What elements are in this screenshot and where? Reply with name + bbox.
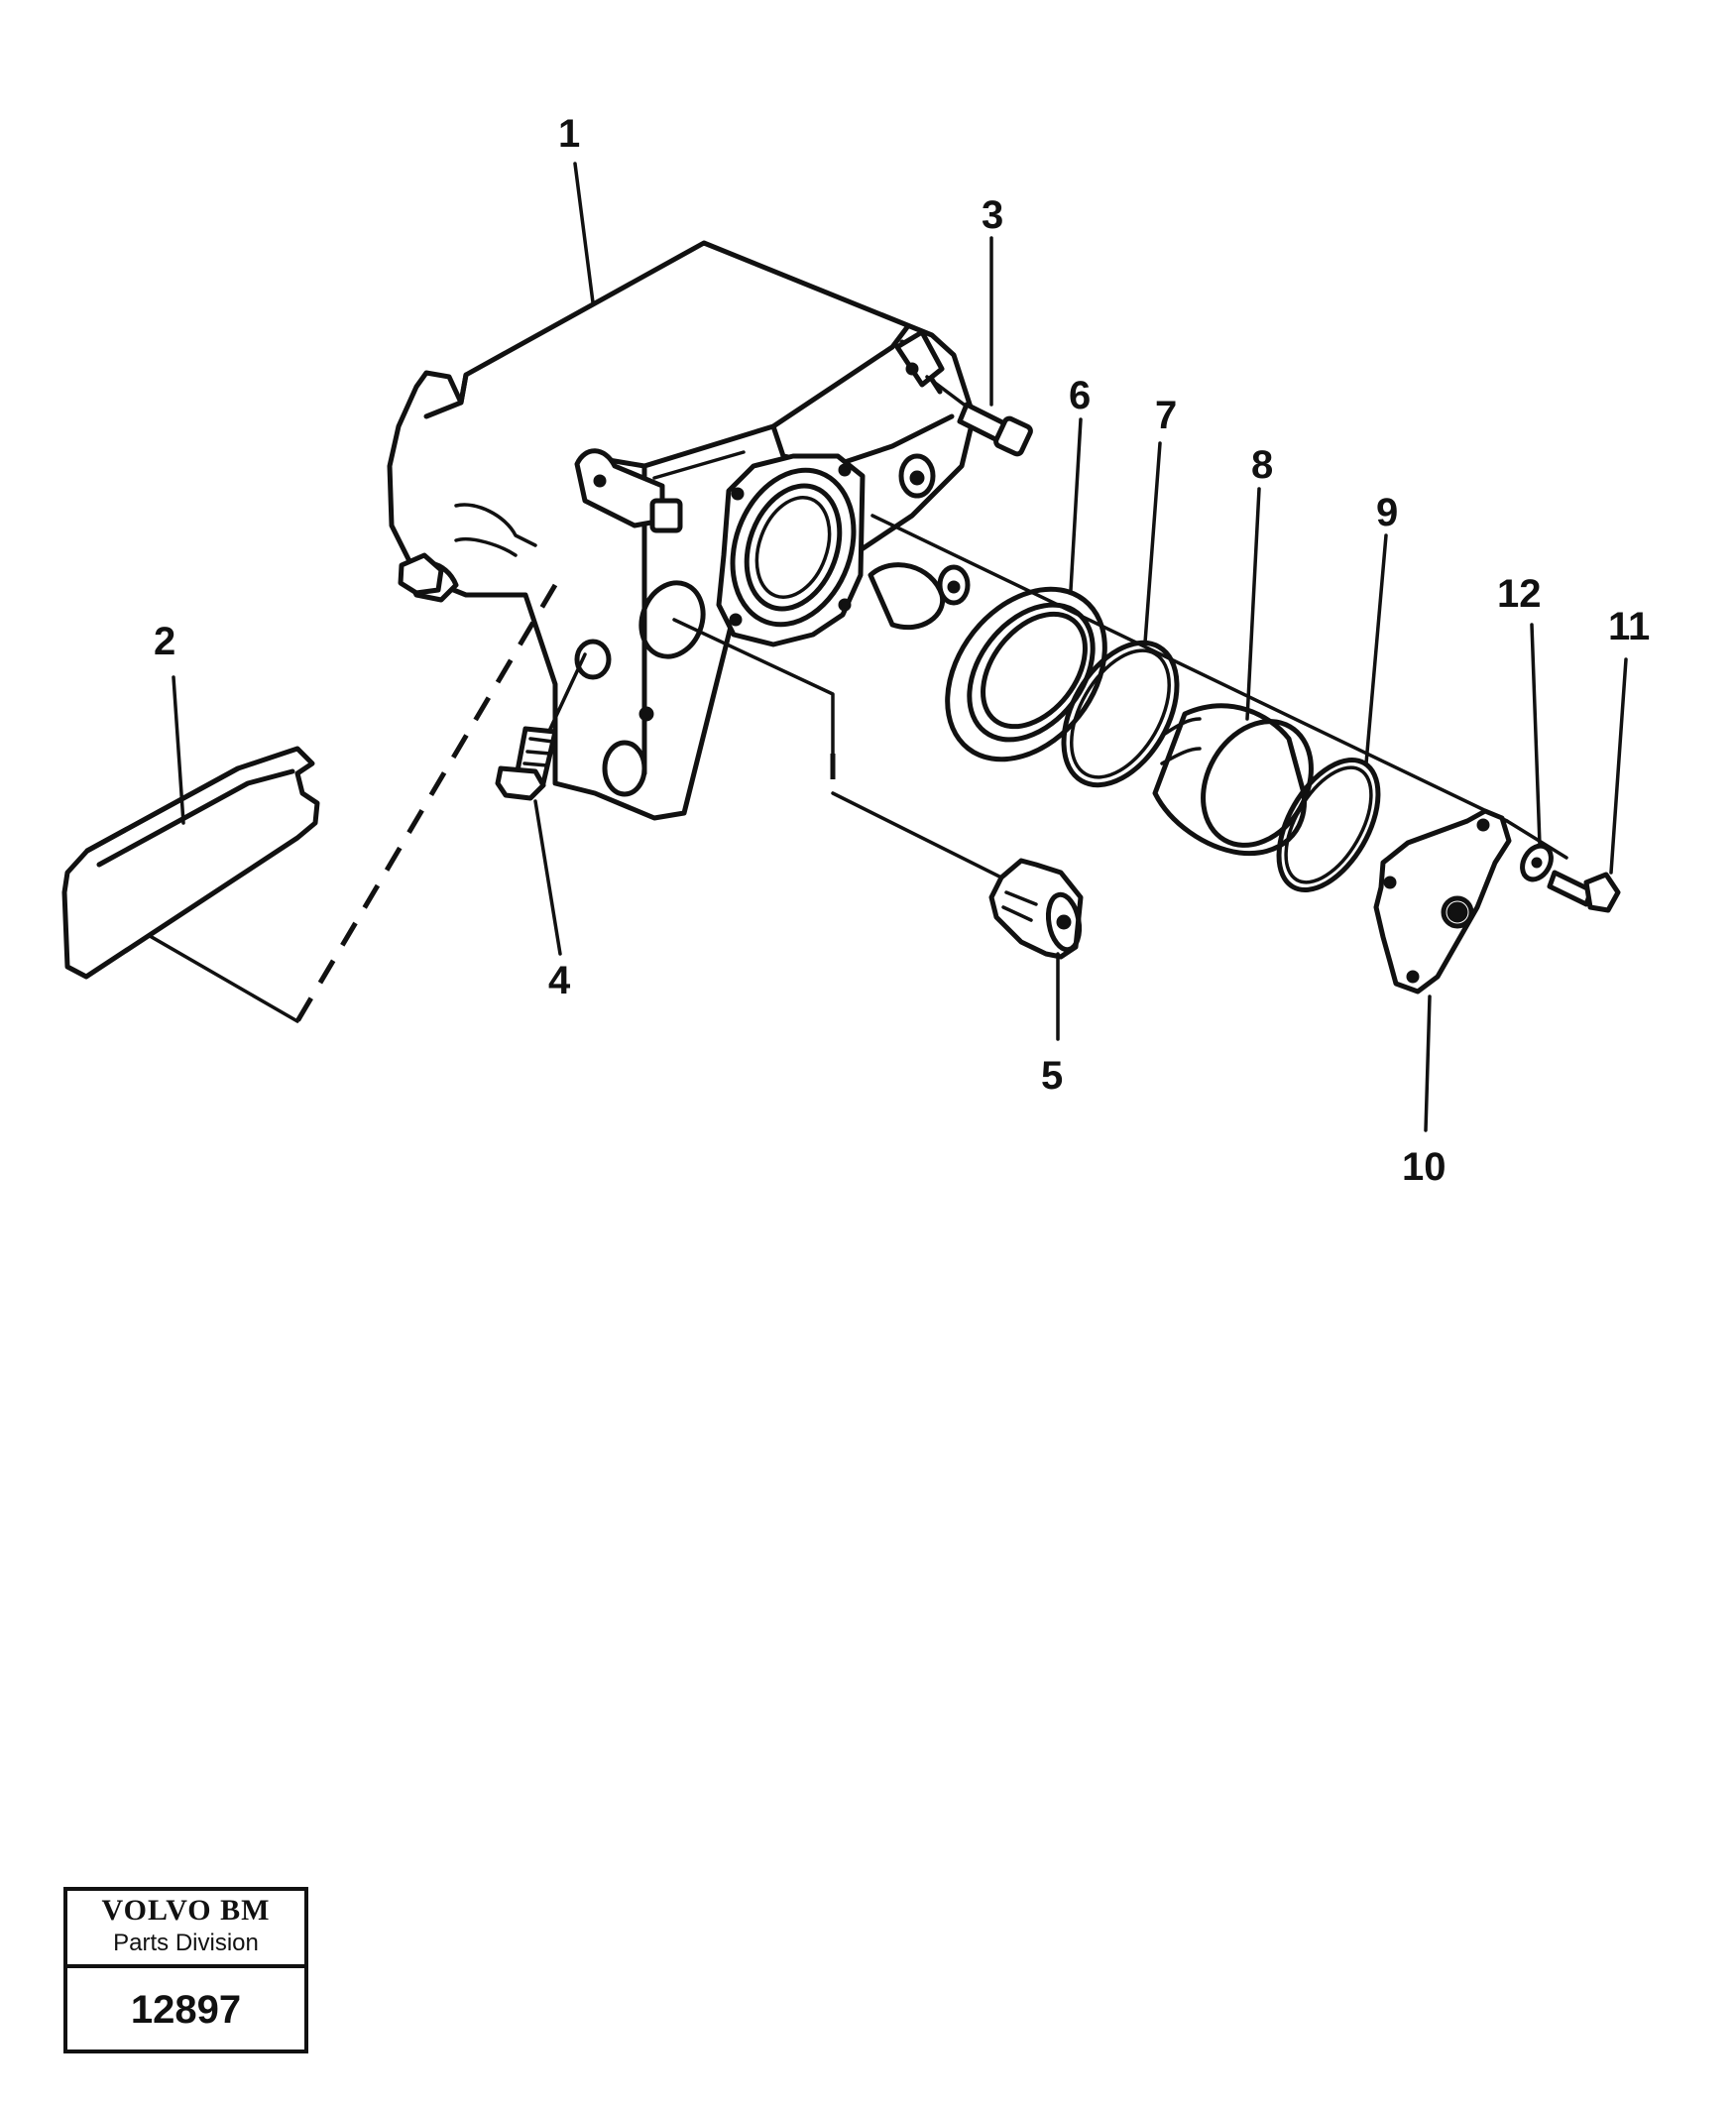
seal-ring-7	[1061, 640, 1180, 788]
part-number-1: 1	[558, 112, 580, 156]
stamp-drawing-number: 12897	[130, 1988, 242, 2032]
bolt-11	[1547, 870, 1621, 913]
part-number-6: 6	[1069, 374, 1091, 417]
part-number-12: 12	[1497, 572, 1542, 616]
leader-line-2	[172, 675, 185, 825]
screw-4	[495, 726, 558, 801]
stamp-division: Parts Division	[67, 1929, 304, 1968]
leader-line-6	[1069, 417, 1083, 592]
dust-boot-6	[945, 586, 1107, 762]
brake-pad	[61, 746, 320, 980]
bleeder-screw-5	[988, 858, 1084, 960]
stamp-brand: VOLVO BM	[101, 1894, 271, 1927]
bolt11-axis-line	[1505, 819, 1568, 860]
part-number-9: 9	[1376, 491, 1398, 534]
leader-line-10	[1424, 995, 1432, 1132]
leader-line-9	[1364, 533, 1388, 765]
part-number-2: 2	[154, 620, 175, 663]
leader-line-12	[1530, 623, 1542, 847]
leader-line-4	[533, 799, 562, 956]
leader-line-1	[573, 162, 595, 304]
caliper-housing	[387, 240, 977, 821]
bolt-3	[957, 402, 1033, 457]
bolt3-axis-line	[925, 375, 969, 409]
pad-dash-line	[294, 583, 558, 1023]
part-number-11: 11	[1608, 605, 1650, 648]
part-number-7: 7	[1155, 394, 1177, 437]
part-number-8: 8	[1251, 443, 1273, 487]
assembly-axis-line	[870, 514, 1509, 823]
bleeder-axis-line	[672, 618, 835, 756]
washer-12	[1520, 843, 1554, 882]
leader-line-8	[1245, 487, 1261, 721]
parts-division-stamp: VOLVO BM Parts Division 12897	[63, 1887, 308, 2053]
leader-line-7	[1143, 441, 1162, 644]
part-number-3: 3	[982, 193, 1003, 237]
seal-ring-9	[1276, 758, 1381, 892]
part-number-5: 5	[1041, 1054, 1063, 1098]
leader-line-11	[1609, 657, 1628, 875]
bleeder-axis-line-2	[831, 791, 1023, 889]
cover-plate-10	[1373, 808, 1512, 995]
part-number-4: 4	[548, 959, 571, 1002]
part-number-10: 10	[1402, 1145, 1447, 1189]
piston-8	[1152, 703, 1314, 857]
